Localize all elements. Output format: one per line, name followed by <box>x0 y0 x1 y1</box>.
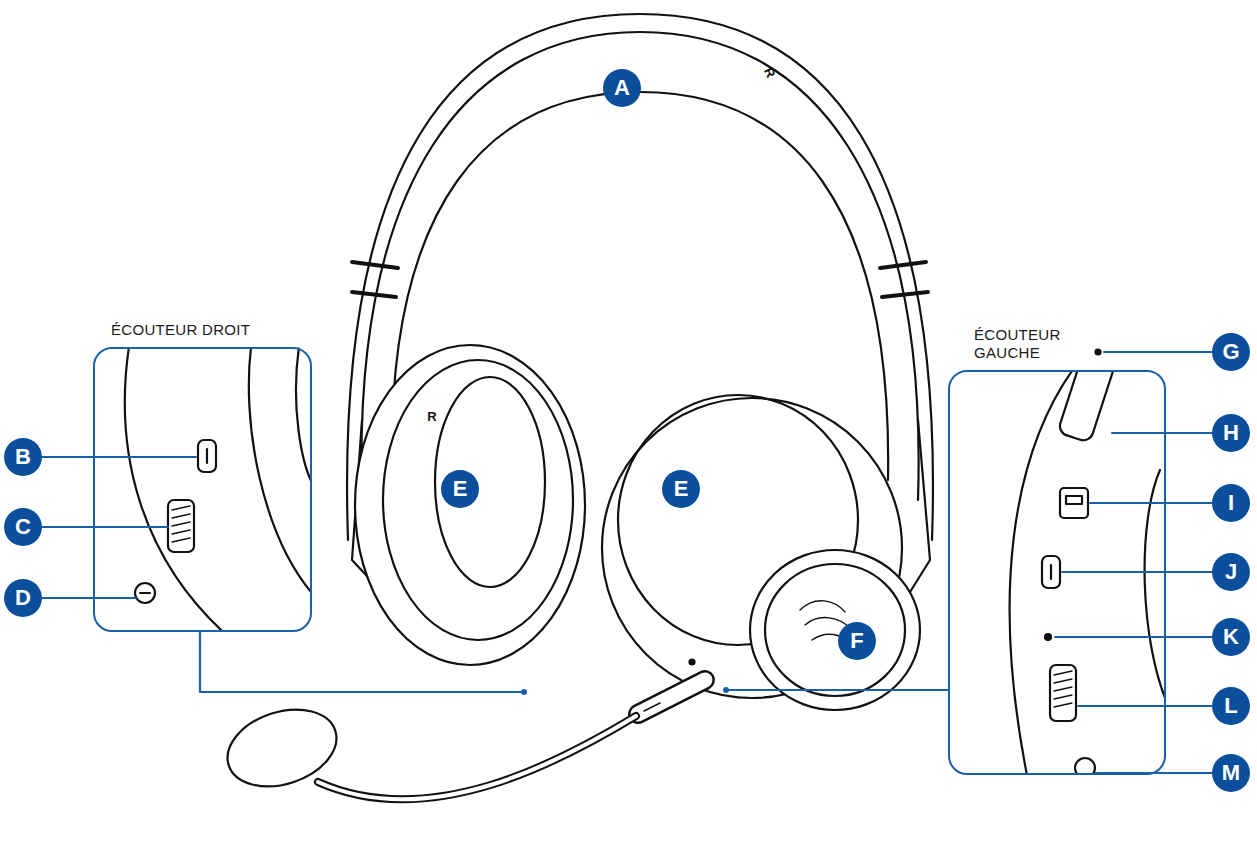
callout-letter: H <box>1223 422 1239 444</box>
callout-circle: H <box>1212 414 1250 452</box>
callout-letter: J <box>1225 561 1237 583</box>
callout-disc-shape <box>1212 333 1250 371</box>
headset-drawing <box>42 14 1212 800</box>
callout-circle: I <box>1212 484 1250 522</box>
band-marking: R <box>427 410 436 423</box>
inset-outline <box>93 347 312 632</box>
inset-panel: ÉCOUTEUR GAUCHE <box>948 370 1166 775</box>
callout-circle: C <box>4 508 42 546</box>
callout-letter: E <box>674 478 689 500</box>
callout-letter: D <box>15 587 31 609</box>
callout-letter: M <box>1222 762 1240 784</box>
callout-circle: G <box>1212 333 1250 371</box>
callout-disc-shape <box>4 438 42 476</box>
callout-circle: K <box>1212 618 1250 656</box>
callout-disc-shape <box>838 622 876 660</box>
callout-circle: J <box>1212 553 1250 591</box>
callout-disc-shape <box>4 579 42 617</box>
callout-circle: D <box>4 579 42 617</box>
callout-disc-shape <box>1212 618 1250 656</box>
callout-letter: A <box>614 77 630 99</box>
callout-letter: K <box>1223 626 1239 648</box>
callout-disc-shape <box>4 508 42 546</box>
callout-circle: M <box>1212 754 1250 792</box>
callout-disc-shape <box>662 470 700 508</box>
callout-disc-shape <box>603 69 641 107</box>
callout-letter: F <box>850 630 863 652</box>
callout-letter: G <box>1222 341 1239 363</box>
callout-disc-shape <box>1212 484 1250 522</box>
inset-border <box>949 371 1165 774</box>
band-marking: R <box>762 65 778 79</box>
callout-circle: B <box>4 438 42 476</box>
callout-circle: A <box>603 69 641 107</box>
callout-letter: I <box>1228 492 1234 514</box>
callout-letter: E <box>453 478 468 500</box>
inset-outline <box>948 370 1166 775</box>
callout-circle: E <box>441 470 479 508</box>
callout-disc-shape <box>1212 754 1250 792</box>
callout-letter: L <box>1224 695 1237 717</box>
callout-disc-shape <box>1212 553 1250 591</box>
callout-circle: E <box>662 470 700 508</box>
callout-circle: L <box>1212 687 1250 725</box>
callout-disc-shape <box>1212 687 1250 725</box>
inset-heading: ÉCOUTEUR GAUCHE <box>974 326 1074 364</box>
callout-disc-shape <box>1212 414 1250 452</box>
inset-heading: ÉCOUTEUR DROIT <box>111 321 371 340</box>
callout-circle: F <box>838 622 876 660</box>
callout-disc-shape <box>441 470 479 508</box>
inset-border <box>94 348 311 631</box>
inset-panel: ÉCOUTEUR DROIT <box>93 347 312 632</box>
callout-letter: C <box>15 516 31 538</box>
callout-letter: B <box>15 446 31 468</box>
